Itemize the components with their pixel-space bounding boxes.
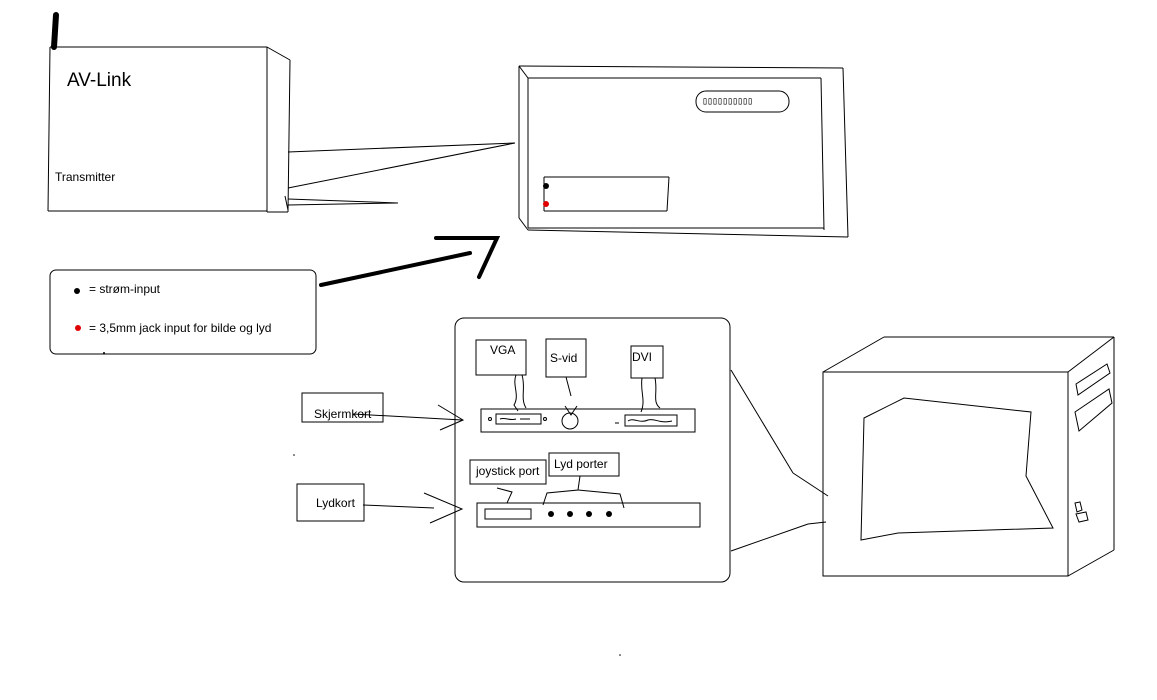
receiver-port-strip: ▯▯▯▯▯▯▯▯▯▯: [702, 96, 753, 107]
legend-box: [49, 269, 317, 355]
lydkort-arrow: [362, 492, 464, 524]
sound-card-bracket: [476, 502, 701, 528]
vga-label: VGA: [490, 343, 516, 357]
vga-screw-right: [543, 417, 547, 421]
skjermkort-arrow: [352, 404, 465, 431]
stray-dot: [103, 352, 105, 354]
dvi-port: [624, 414, 678, 427]
audio-jack-1: [548, 511, 554, 517]
dvi-label: DVI: [632, 350, 653, 364]
drive-bay-icon: [1074, 363, 1113, 432]
joystick-port-label: joystick port: [476, 464, 540, 478]
transmission-lines: [284, 142, 516, 211]
joystick-port: [484, 508, 532, 520]
stray-dot: [293, 454, 295, 456]
backpanel-box: [454, 317, 731, 583]
vga-label-box: [475, 339, 527, 376]
graphics-card-bracket: [480, 408, 696, 433]
skjermkort-callout-box: [301, 392, 384, 423]
audio-jack-3: [586, 511, 592, 517]
legend-red-dot: [75, 325, 81, 331]
power-input-dot: [543, 183, 549, 189]
svid-port: [561, 412, 579, 430]
joystick-label-box: [469, 459, 547, 485]
vga-screw-left: [488, 417, 492, 421]
computer-tower: [822, 336, 1115, 577]
computer-side-panel-opening: [860, 397, 1054, 541]
port-connector-squiggles: [499, 374, 673, 424]
transmitter-subtitle: Transmitter: [55, 170, 116, 184]
transmitter-box: [47, 46, 291, 213]
legend-item-jack: = 3,5mm jack input for bilde og lyd: [89, 321, 272, 335]
lyd-porter-label-box: [548, 452, 620, 477]
zoom-lines: [730, 369, 829, 552]
skjermkort-label: Skjermkort: [314, 407, 372, 421]
lydkort-callout-box: [296, 483, 365, 522]
receiver-port-strip-frame: [695, 90, 790, 113]
receiver-box: [518, 65, 849, 238]
legend-item-power: = strøm-input: [89, 282, 161, 296]
audio-jack-4: [606, 511, 612, 517]
legend-black-dot: [74, 288, 80, 294]
legend-arrow: [319, 236, 501, 287]
antenna-icon: [51, 12, 59, 50]
stray-dot: [619, 654, 621, 656]
dvi-label-box: [630, 345, 664, 379]
audio-jack-2: [567, 511, 573, 517]
power-button-icon: [1074, 501, 1089, 523]
sound-connector-lines: [496, 475, 625, 509]
lydkort-label: Lydkort: [316, 496, 355, 510]
svid-label: S-vid: [550, 351, 578, 365]
jack-input-dot: [543, 201, 549, 207]
lyd-porter-label: Lyd porter: [554, 457, 608, 471]
vga-port: [495, 413, 542, 425]
receiver-input-panel: [543, 176, 670, 212]
transmitter-title: AV-Link: [67, 70, 132, 91]
